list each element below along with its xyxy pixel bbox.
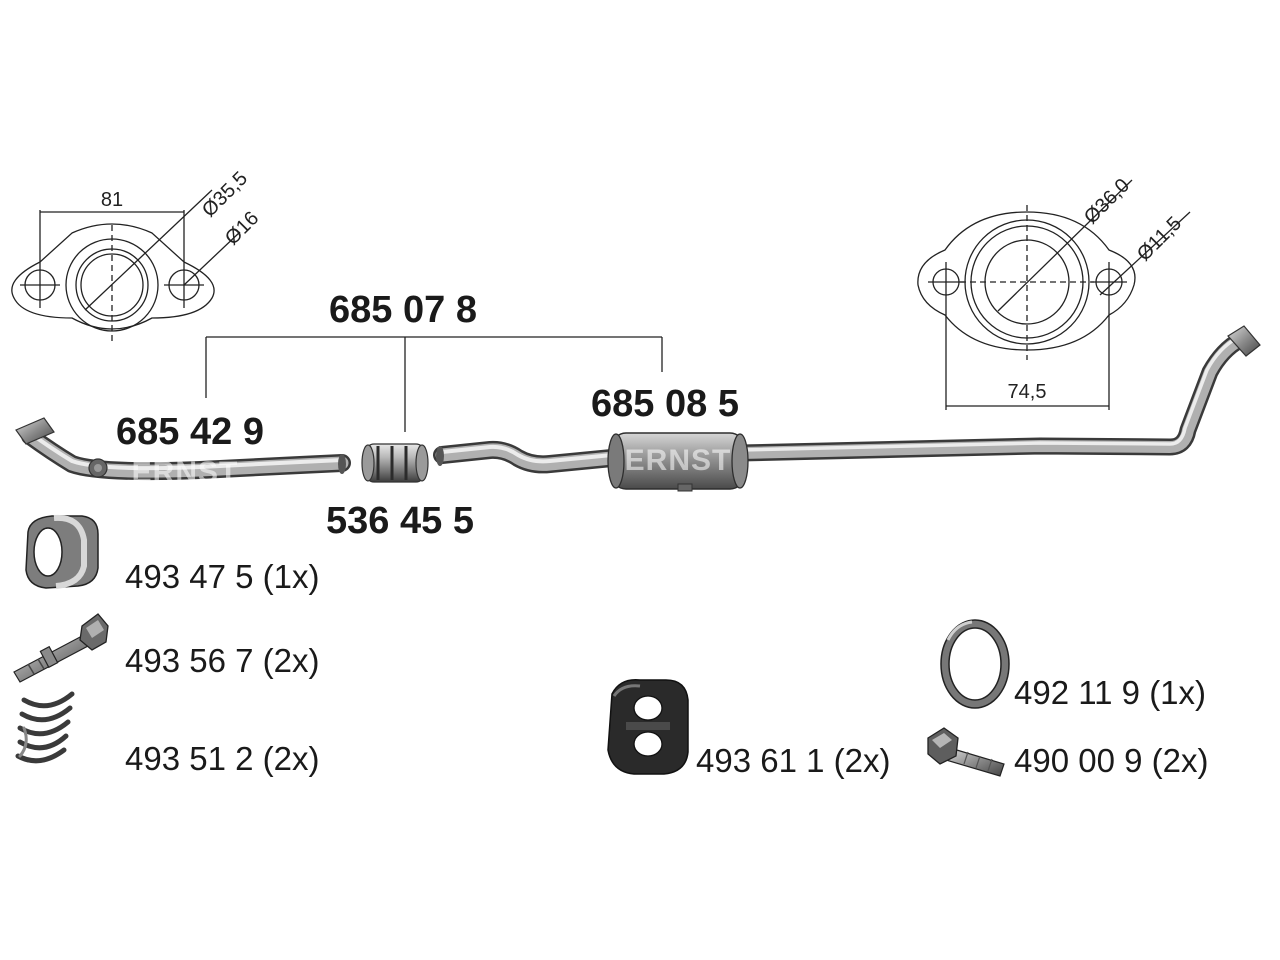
bolt-icon (13, 613, 109, 683)
assembly-part-number: 685 07 8 (329, 289, 477, 331)
front-pipe-flange (15, 417, 55, 445)
accessory-label: 493 61 1 (2x) (696, 742, 890, 779)
hanger-pin (677, 483, 693, 492)
accessory-spring: 493 51 2 (2x) (15, 691, 319, 777)
rear-flange-spacing-label: 74,5 (1008, 381, 1047, 403)
front-pipe-brand-mark: ERNST (132, 456, 239, 489)
gasket-ring-icon (940, 619, 1010, 709)
silencer-brand-mark: ERNST (625, 444, 732, 477)
rear-flange-hole-label: Ø11,5 (1133, 213, 1186, 266)
rubber-mount-icon (607, 679, 689, 775)
front-pipe-part-number: 685 42 9 (116, 411, 264, 453)
rear-flange-drawing: 74,5 Ø36,0 Ø11,5 (917, 174, 1191, 410)
rear-flange-bore-label: Ø36,0 (1080, 174, 1134, 228)
accessory-label: 490 00 9 (2x) (1014, 742, 1208, 779)
front-flange-drawing: 81 Ø35,5 Ø16 (11, 167, 263, 345)
middle-silencer-pipe: ERNST 685 08 5 (433, 325, 1261, 492)
accessory-label: 493 51 2 (2x) (125, 740, 319, 777)
accessory-label: 493 56 7 (2x) (125, 642, 319, 679)
accessory-sealing-ring: 493 47 5 (1x) (25, 514, 319, 595)
silencer-part-number: 685 08 5 (591, 383, 739, 425)
accessory-label: 493 47 5 (1x) (125, 558, 319, 595)
connector: 536 45 5 (326, 443, 474, 542)
sealing-ring-icon (25, 514, 99, 589)
rear-pipe-flange (1227, 325, 1261, 357)
front-pipe: ERNST 685 42 9 (15, 411, 351, 489)
spring-icon (15, 691, 75, 764)
assembly-bracket: 685 07 8 (205, 289, 663, 432)
accessory-label: 492 11 9 (1x) (1014, 674, 1206, 711)
accessory-screw: 490 00 9 (2x) (927, 727, 1208, 779)
screw-icon (927, 727, 1005, 777)
connector-part-number: 536 45 5 (326, 500, 474, 542)
accessory-gasket-ring: 492 11 9 (1x) (940, 619, 1206, 711)
accessory-rubber-mount: 493 61 1 (2x) (607, 679, 890, 779)
front-flange-width-label: 81 (101, 189, 123, 211)
accessory-bolt: 493 56 7 (2x) (13, 613, 319, 683)
front-flange-outline (11, 223, 215, 330)
